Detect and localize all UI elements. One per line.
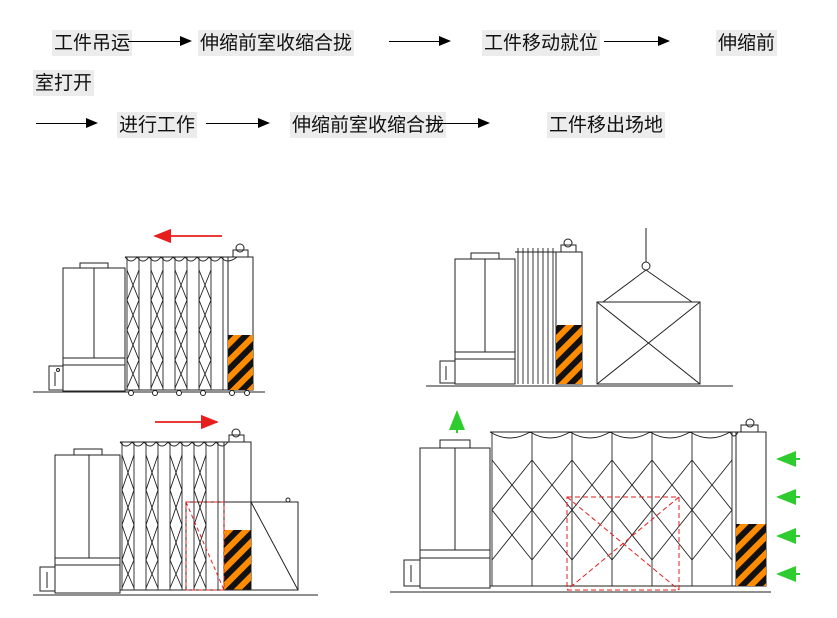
flow-arrow-5 [206, 118, 270, 128]
panel-retracting [33, 414, 318, 596]
flow-arrow-3 [604, 36, 670, 46]
step-extend-front-part1: 伸缩前 [716, 30, 778, 56]
flow-arrow-6 [428, 118, 490, 128]
step-working: 进行工作 [117, 112, 198, 138]
step-retract-front-chamber-1: 伸缩前室收缩合拢 [198, 30, 355, 56]
flow-arrow-2 [389, 36, 451, 46]
flow-arrow-1 [128, 36, 192, 46]
step-move-out: 工件移出场地 [547, 112, 666, 138]
panel-working [390, 410, 800, 593]
step-retract-front-chamber-2: 伸缩前室收缩合拢 [290, 112, 447, 138]
step-extend-front-part2: 室打开 [33, 70, 95, 96]
flow-arrow-4 [36, 118, 98, 128]
panel-hoisting [426, 228, 733, 387]
panel-extending [33, 228, 265, 396]
step-move-into-position: 工件移动就位 [482, 30, 601, 56]
hook-icon [602, 228, 693, 303]
step-hoist-workpiece: 工件吊运 [52, 30, 133, 56]
